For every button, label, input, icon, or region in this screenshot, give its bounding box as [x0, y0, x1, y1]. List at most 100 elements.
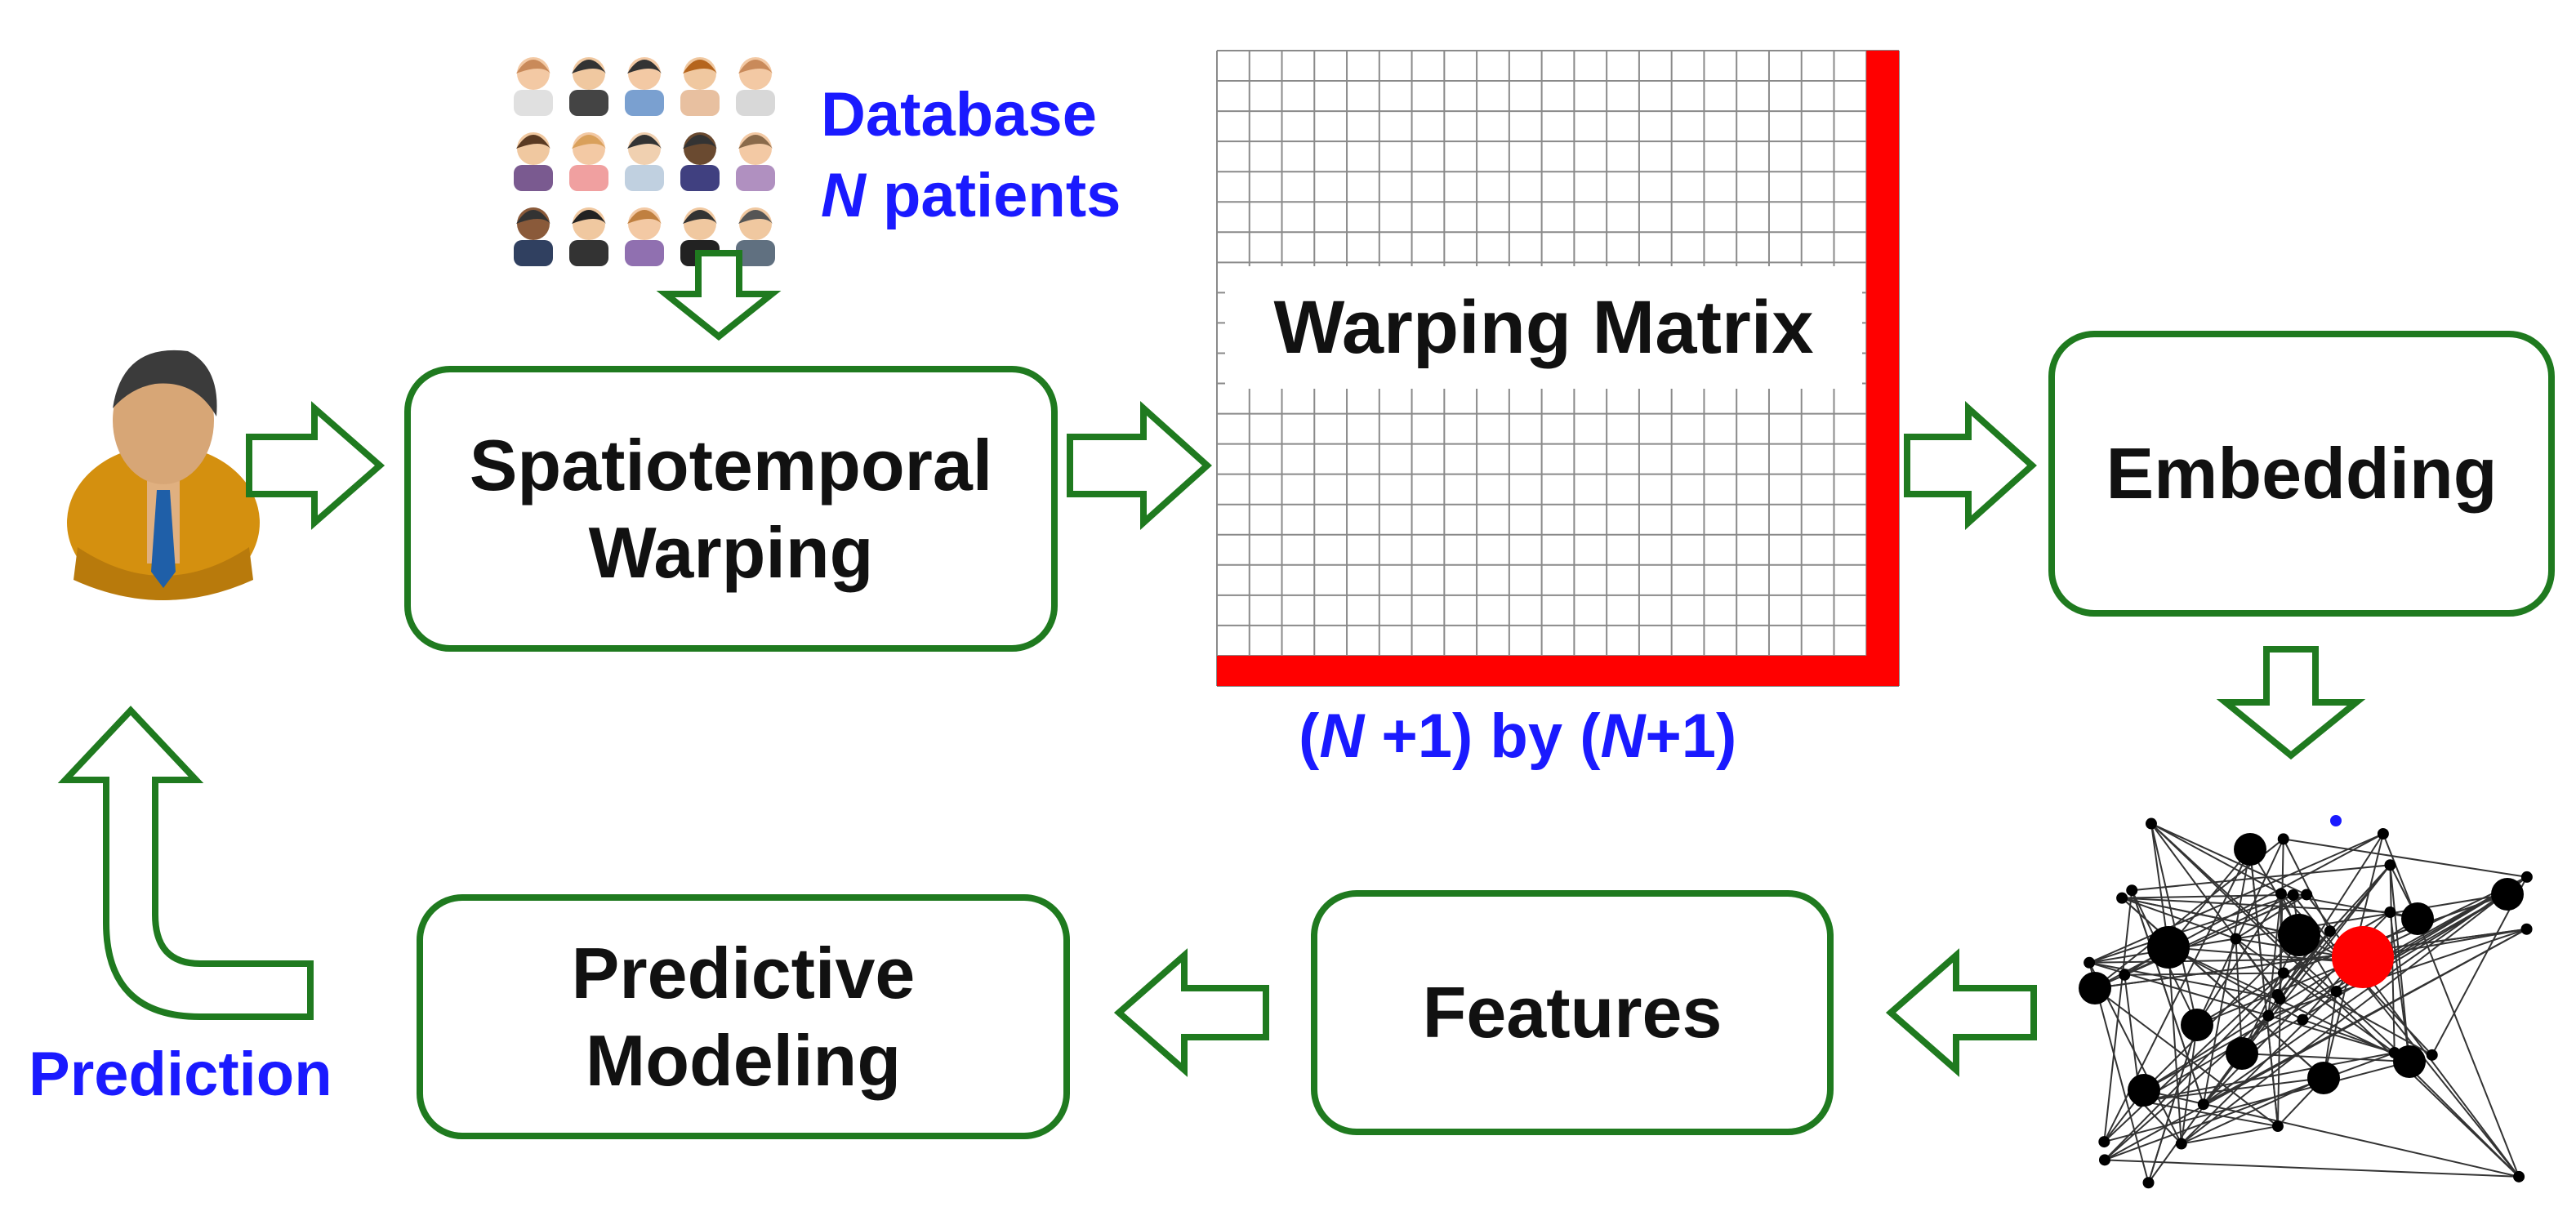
- network-edge: [2132, 864, 2391, 892]
- network-node: [2271, 989, 2284, 1001]
- network-edge: [2235, 938, 2243, 1054]
- patient-face-icon: [625, 132, 664, 191]
- network-node: [2134, 1095, 2146, 1107]
- network-edge: [2104, 1052, 2396, 1161]
- database-n-italic: N: [821, 160, 866, 230]
- matrix-size-caption: (N +1) by (N+1): [1299, 701, 1736, 772]
- network-node: [2277, 833, 2289, 845]
- network-node: [2126, 884, 2138, 897]
- caption-part-2: +1) by (: [1364, 702, 1601, 771]
- patient-face-icon: [680, 132, 720, 191]
- network-node: [2145, 817, 2157, 830]
- network-node: [2116, 892, 2128, 904]
- prediction-label: Prediction: [29, 1040, 332, 1109]
- network-node: [2520, 923, 2533, 935]
- network-edge: [2150, 822, 2282, 895]
- network-node: [2084, 956, 2096, 969]
- network-edge: [2088, 833, 2384, 964]
- network-edge: [2103, 890, 2133, 1143]
- spatiotemporal-warping-text: Spatiotemporal Warping: [469, 424, 993, 593]
- network-edge: [2088, 893, 2294, 964]
- patient-face-icon: [736, 207, 775, 266]
- network-edge: [2203, 928, 2528, 1106]
- arrow-prediction-to-avatar: [57, 706, 314, 1020]
- arrow-avatar-to-warping: [246, 401, 386, 530]
- network-node: [2277, 967, 2289, 979]
- network-edge: [2276, 930, 2331, 996]
- arrow-database-to-warping: [656, 250, 782, 341]
- network-edge: [2382, 833, 2520, 1178]
- network-node: [2297, 1013, 2309, 1026]
- network-edge: [2181, 1125, 2279, 1145]
- network-node: [2262, 1009, 2275, 1022]
- network-edge: [2140, 1052, 2395, 1102]
- patient-face-icon: [569, 207, 608, 266]
- network-node: [2388, 1047, 2400, 1059]
- network-edge: [2283, 893, 2508, 974]
- patient-face-icon: [514, 57, 553, 116]
- network-edge: [2140, 1100, 2279, 1128]
- network-edge: [2389, 865, 2410, 1062]
- network-node: [2197, 1098, 2209, 1111]
- network-edge: [2121, 897, 2300, 936]
- network-edge: [2267, 893, 2282, 1016]
- arrow-embedding-to-network: [2216, 646, 2366, 760]
- network-node: [2401, 902, 2434, 935]
- matrix-last-row: [1217, 655, 1899, 686]
- embedding-text: Embedding: [2106, 433, 2498, 514]
- network-node: [2181, 1009, 2213, 1041]
- patient-face-icon: [736, 57, 775, 116]
- caption-part-3: N: [1600, 702, 1646, 771]
- patient-face-icon: [569, 57, 608, 116]
- warping-matrix-title: Warping Matrix: [1225, 266, 1862, 389]
- network-edge: [2329, 864, 2391, 932]
- network-edge: [2196, 893, 2282, 1026]
- network-edge: [2202, 849, 2251, 1105]
- network-edge: [2104, 1159, 2520, 1178]
- arrow-network-to-features: [1885, 948, 2037, 1077]
- features-box: Features: [1311, 890, 1834, 1135]
- network-edge: [2249, 849, 2279, 1127]
- network-node: [2491, 878, 2524, 911]
- network-node: [2098, 1136, 2110, 1148]
- network-node: [2324, 925, 2336, 938]
- network-node: [2513, 1170, 2525, 1183]
- network-edge: [2143, 934, 2300, 1091]
- network-edge: [2235, 893, 2307, 940]
- caption-part-4: +1): [1645, 702, 1737, 771]
- features-text: Features: [1422, 972, 1723, 1053]
- network-node: [2079, 972, 2111, 1004]
- network-edge: [2147, 1024, 2198, 1183]
- network-edge: [2104, 1061, 2410, 1143]
- network-node: [2278, 914, 2320, 956]
- network-node: [2384, 906, 2396, 918]
- database-label-line2: N patients: [821, 156, 1121, 237]
- network-edge: [2181, 1077, 2324, 1145]
- network-edge: [2150, 822, 2307, 896]
- patient-face-icon: [569, 132, 608, 191]
- network-edge: [2131, 889, 2204, 1105]
- patient-avatar-icon: [67, 350, 260, 600]
- network-edge: [2168, 849, 2251, 948]
- network-node: [2287, 889, 2299, 901]
- network-edge: [2181, 876, 2528, 1145]
- database-label: Database N patients: [821, 75, 1121, 237]
- network-node: [2234, 833, 2266, 866]
- network-node: [2230, 933, 2242, 945]
- network-node: [2520, 871, 2533, 883]
- network-node: [2384, 859, 2396, 871]
- network-node: [2393, 1045, 2426, 1078]
- network-node: [2271, 1120, 2284, 1133]
- network-edge: [2150, 822, 2279, 996]
- network-edge: [2168, 947, 2410, 1062]
- network-edge: [2180, 1024, 2198, 1144]
- network-edge: [2282, 838, 2331, 932]
- network-edge: [2292, 894, 2520, 1178]
- network-node: [2330, 986, 2342, 998]
- network-node: [2142, 1177, 2155, 1189]
- spatiotemporal-warping-box: Spatiotemporal Warping: [404, 366, 1058, 652]
- network-node: [2307, 1062, 2340, 1094]
- network-edge: [2283, 972, 2433, 1056]
- database-label-line1: Database: [821, 80, 1097, 149]
- network-node: [2119, 969, 2131, 981]
